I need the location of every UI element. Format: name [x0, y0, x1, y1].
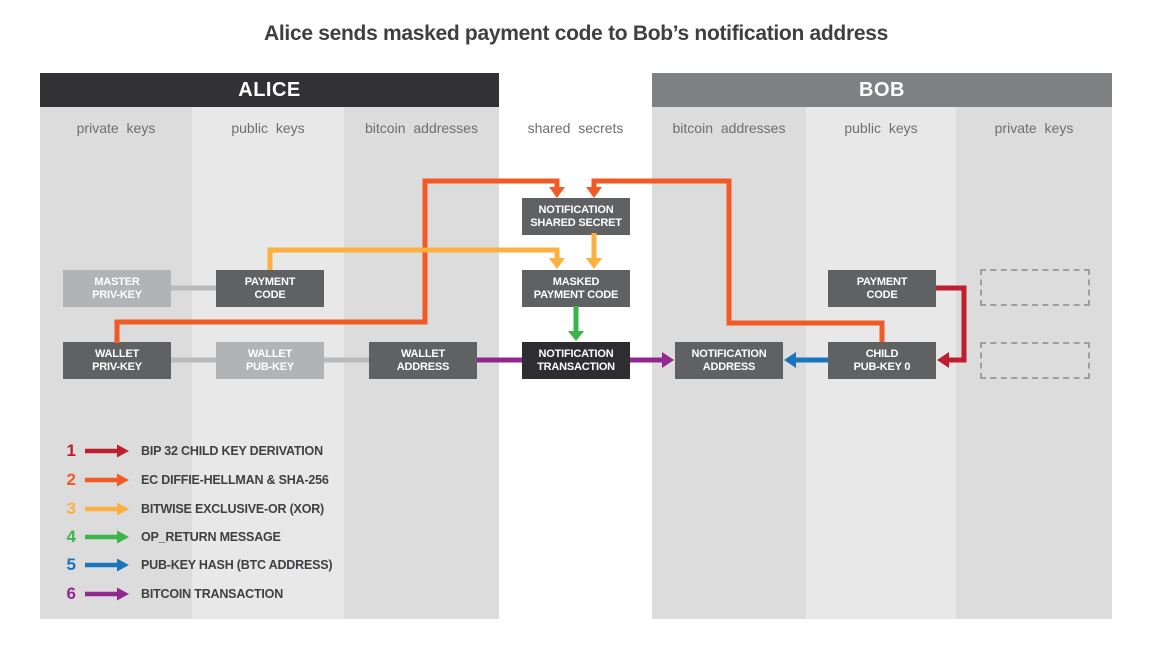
- notification-shared-secret-box: NOTIFICATION SHARED SECRET: [522, 198, 630, 235]
- alice-public-keys-label: public keys: [231, 120, 305, 136]
- legend-label: PUB-KEY HASH (BTC ADDRESS): [141, 558, 333, 572]
- box-label: NOTIFICATION: [691, 347, 767, 360]
- alice-bitcoin-addresses-label: bitcoin addresses: [365, 120, 478, 136]
- legend-label: OP_RETURN MESSAGE: [141, 530, 281, 544]
- box-label: CHILD: [865, 347, 899, 360]
- box-label: PAYMENT CODE: [533, 288, 619, 301]
- legend-row-1: 1 BIP 32 CHILD KEY DERIVATION: [58, 441, 324, 460]
- page-title: Alice sends masked payment code to Bob’s…: [264, 22, 888, 45]
- wallet-priv-key-box: WALLET PRIV-KEY: [63, 342, 171, 379]
- shared-secrets-label: shared secrets: [527, 120, 624, 136]
- box-label: MASKED: [552, 275, 600, 288]
- child-pub-key-0-box: CHILD PUB-KEY 0: [828, 342, 936, 379]
- legend-number: 3: [66, 499, 76, 518]
- legend-arrow-icon: [85, 558, 129, 572]
- alice-header-bar: ALICE: [40, 73, 499, 107]
- box-label: SHARED SECRET: [530, 216, 622, 229]
- legend-label: BITCOIN TRANSACTION: [141, 587, 284, 601]
- legend-label: BITWISE EXCLUSIVE-OR (XOR): [141, 502, 325, 516]
- legend-number: 2: [66, 470, 76, 489]
- legend-number: 5: [66, 555, 76, 574]
- legend-label: BIP 32 CHILD KEY DERIVATION: [141, 444, 323, 458]
- wallet-pub-key-box: WALLET PUB-KEY: [216, 342, 324, 379]
- masked-payment-code-box: MASKED PAYMENT CODE: [522, 270, 630, 307]
- box-label: PAYMENT: [856, 275, 908, 288]
- box-label: ADDRESS: [702, 360, 756, 373]
- arrow-opreturn-masked-code-to-transaction: [568, 306, 584, 341]
- box-label: WALLET: [94, 347, 139, 360]
- alice-header-label: ALICE: [238, 78, 301, 101]
- legend-arrow-icon: [85, 587, 129, 601]
- box-label: PRIV-KEY: [92, 360, 142, 373]
- box-label: WALLET: [247, 347, 292, 360]
- box-label: PUB-KEY: [245, 360, 295, 373]
- legend-row-6: 6 BITCOIN TRANSACTION: [58, 584, 284, 603]
- box-label: CODE: [866, 288, 898, 301]
- alice-private-keys-label: private keys: [76, 120, 156, 136]
- empty-dashed-box-top: [980, 269, 1090, 306]
- bob-header-bar: BOB: [652, 73, 1112, 107]
- box-label: PUB-KEY 0: [853, 360, 911, 373]
- notification-address-box: NOTIFICATION ADDRESS: [675, 342, 783, 379]
- legend-row-4: 4 OP_RETURN MESSAGE: [58, 527, 281, 546]
- box-label: NOTIFICATION: [538, 347, 614, 360]
- box-label: ADDRESS: [396, 360, 450, 373]
- bob-public-keys-label: public keys: [844, 120, 918, 136]
- empty-dashed-box-bottom: [980, 342, 1090, 379]
- legend-row-3: 3 BITWISE EXCLUSIVE-OR (XOR): [58, 499, 325, 518]
- box-label: WALLET: [400, 347, 445, 360]
- legend-arrow-icon: [85, 530, 129, 544]
- legend-arrow-icon: [85, 473, 129, 487]
- box-label: TRANSACTION: [537, 360, 615, 373]
- alice-payment-code-box: PAYMENT CODE: [216, 270, 324, 307]
- arrow-xor-from-shared-secret: [586, 233, 602, 269]
- legend-label: EC DIFFIE-HELLMAN & SHA-256: [141, 473, 329, 487]
- notification-transaction-box: NOTIFICATION TRANSACTION: [522, 342, 630, 379]
- legend-number: 6: [66, 584, 76, 603]
- wallet-address-box: WALLET ADDRESS: [369, 342, 477, 379]
- bob-bitcoin-addresses-label: bitcoin addresses: [672, 120, 786, 136]
- box-label: CODE: [254, 288, 286, 301]
- bob-header-label: BOB: [859, 78, 905, 101]
- box-label: PRIV-KEY: [92, 288, 142, 301]
- master-priv-key-box: MASTER PRIV-KEY: [63, 270, 171, 307]
- legend-arrow-icon: [85, 502, 129, 516]
- bob-private-keys-label: private keys: [994, 120, 1074, 136]
- legend-number: 1: [66, 441, 76, 460]
- box-label: NOTIFICATION: [538, 203, 614, 216]
- box-label: PAYMENT: [244, 275, 296, 288]
- legend-arrow-icon: [85, 444, 129, 458]
- legend-row-2: 2 EC DIFFIE-HELLMAN & SHA-256: [58, 470, 329, 489]
- legend-number: 4: [66, 527, 76, 546]
- box-label: MASTER: [94, 275, 140, 288]
- legend-row-5: 5 PUB-KEY HASH (BTC ADDRESS): [58, 555, 333, 574]
- bob-column-private-keys: [956, 107, 1112, 619]
- bob-payment-code-box: PAYMENT CODE: [828, 270, 936, 307]
